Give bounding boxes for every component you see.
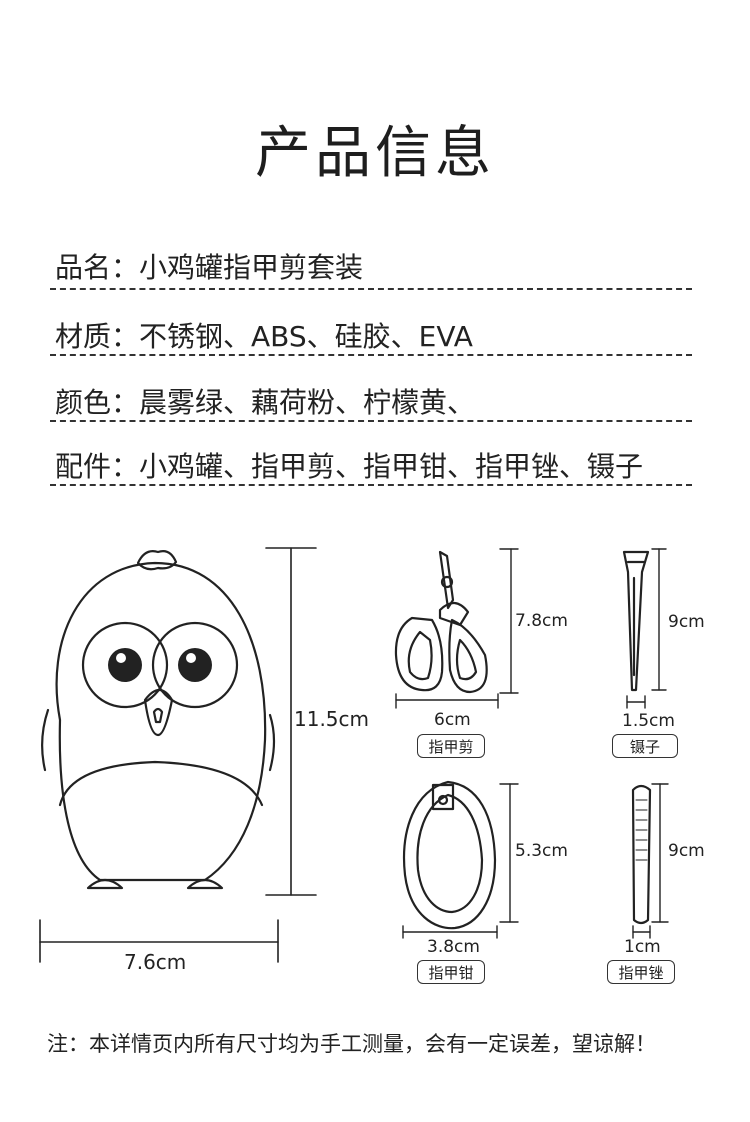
scissors-icon	[394, 550, 488, 694]
tweezers-icon	[622, 550, 650, 692]
info-row-color: 颜色：晨雾绿、藕荷粉、柠檬黄、	[55, 381, 695, 421]
scissors-tag: 指甲剪	[417, 734, 485, 758]
divider	[50, 484, 692, 486]
clipper-height-label: 5.3cm	[515, 841, 568, 861]
info-row-name: 品名：小鸡罐指甲剪套装	[55, 246, 695, 286]
info-value: 小鸡罐指甲剪套装	[139, 251, 364, 284]
divider	[50, 288, 692, 290]
tweezers-height-label: 9cm	[668, 612, 705, 632]
chick-width-label: 7.6cm	[124, 950, 187, 974]
clipper-tag: 指甲钳	[417, 960, 485, 984]
scissors-height-label: 7.8cm	[515, 611, 568, 631]
info-row-material: 材质：不锈钢、ABS、硅胶、EVA	[55, 315, 695, 355]
info-row-accessories: 配件：小鸡罐、指甲剪、指甲钳、指甲锉、镊子	[55, 445, 695, 485]
info-label: 材质：	[55, 320, 140, 353]
clipper-width-label: 3.8cm	[427, 937, 480, 957]
chick-eyes-icon	[108, 648, 212, 682]
page-title: 产品信息	[255, 121, 495, 186]
chick-jar-icon	[41, 550, 276, 890]
chick-height-label: 11.5cm	[294, 707, 370, 731]
info-label: 品名：	[55, 251, 140, 284]
info-label: 配件：	[55, 450, 140, 483]
file-width-label: 1cm	[624, 937, 661, 957]
measurement-note: 注：本详情页内所有尺寸均为手工测量，会有一定误差，望谅解！	[47, 1032, 656, 1056]
scissors-width-label: 6cm	[434, 710, 471, 730]
info-value: 晨雾绿、藕荷粉、柠檬黄、	[139, 386, 476, 419]
tweezers-width-label: 1.5cm	[622, 711, 675, 731]
tweezers-tag: 镊子	[612, 734, 678, 758]
file-tag: 指甲锉	[607, 960, 675, 984]
file-height-label: 9cm	[668, 841, 705, 861]
info-value: 小鸡罐、指甲剪、指甲钳、指甲锉、镊子	[139, 450, 644, 483]
divider	[50, 420, 692, 422]
nail-clipper-icon	[403, 780, 497, 930]
nail-file-icon	[631, 784, 652, 925]
info-value: 不锈钢、ABS、硅胶、EVA	[139, 320, 473, 353]
info-label: 颜色：	[55, 386, 140, 419]
divider	[50, 354, 692, 356]
